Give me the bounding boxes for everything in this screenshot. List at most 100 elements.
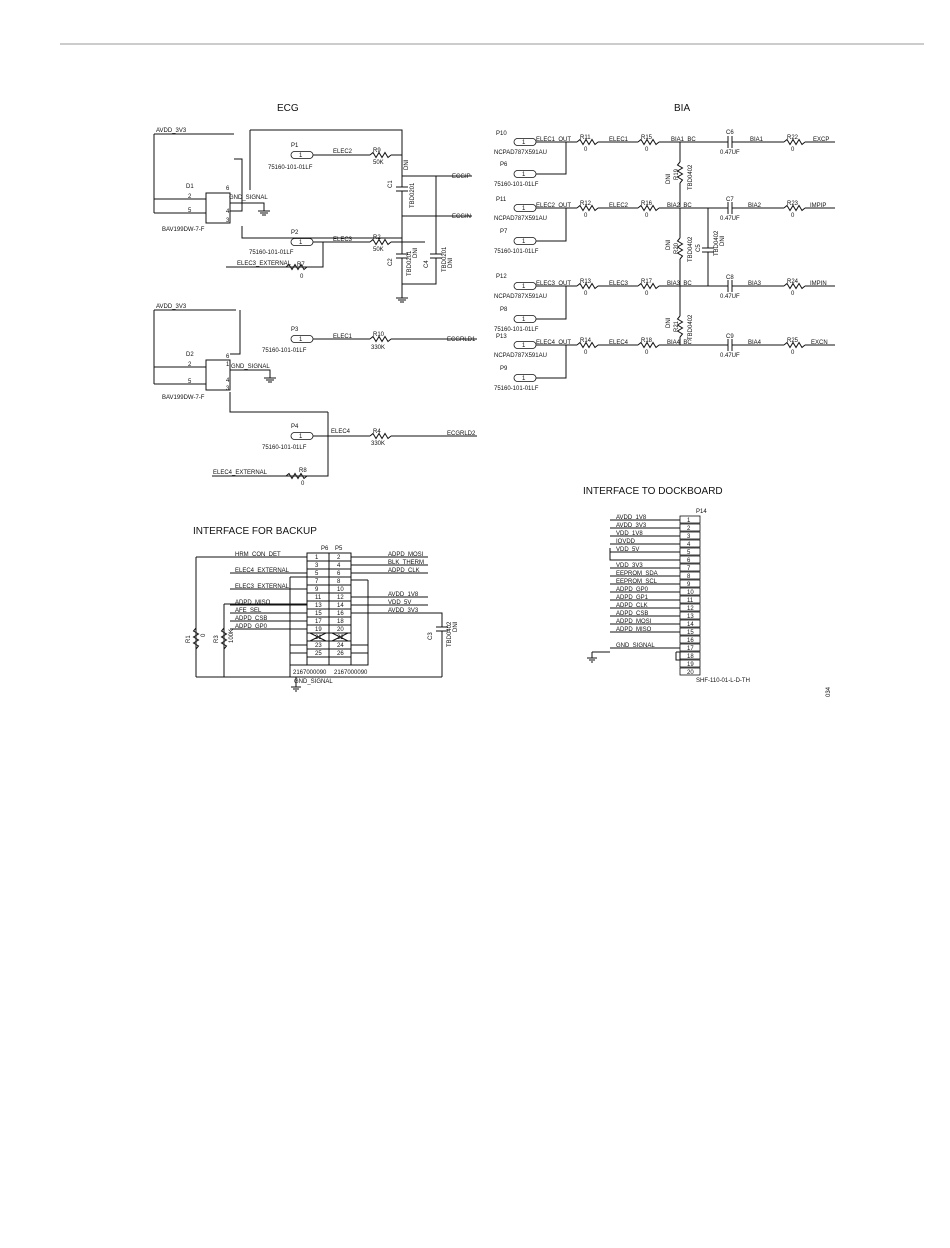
d1-ref: D1 (186, 184, 194, 190)
p13-pin: 1 (522, 343, 526, 349)
r25-val: 0 (791, 350, 795, 356)
r21-ref: R21 (674, 320, 680, 332)
p11-ref: P11 (496, 197, 507, 203)
dock-net-label: IOVDD (616, 539, 636, 545)
ecgrld1-net: ECGRLD1 (447, 337, 476, 343)
backup-left-pin: 23 (315, 643, 322, 649)
dock-pin-number: 1 (687, 518, 691, 524)
elec1-net-bia: ELEC1 (609, 137, 629, 143)
backup-right-pin: 12 (337, 595, 344, 601)
dock-net-label: ADPD_MISO (616, 627, 652, 633)
p7-part: 75160-101-01LF (494, 249, 539, 255)
p8-ref: P8 (500, 307, 508, 313)
d2-pin-5: 5 (188, 379, 192, 385)
backup-right-pin: 26 (337, 651, 344, 657)
c3-ref: C3 (428, 632, 434, 640)
p1-ref: P1 (291, 143, 299, 149)
backup-part-left: 2167000090 (293, 670, 327, 676)
r8-val: 0 (301, 481, 305, 487)
backup-left-pin: 17 (315, 619, 322, 625)
ecgip-net: ECGIP (452, 174, 471, 180)
p5-header-ref: P5 (335, 546, 343, 552)
p9-pin: 1 (522, 376, 526, 382)
d1-pin-5: 5 (188, 208, 192, 214)
elec3-out-net: ELEC3_OUT (536, 281, 571, 287)
backup-part-right: 2167000090 (334, 670, 368, 676)
dock-interface: P14 1AVDD_1V82AVDD_3V33VDD_1V84IOVDD5VDD… (587, 509, 832, 697)
d2-diode (205, 359, 231, 391)
c7-val: 0.47UF (720, 216, 740, 222)
backup-left-pin: 5 (315, 571, 319, 577)
r12-ref: R12 (580, 201, 592, 207)
r13-ref: R13 (580, 279, 592, 285)
c3-dni: DNI (453, 621, 459, 632)
r7-val: 0 (300, 274, 304, 280)
bia-circuit: P10 1 NCPAD787X591AU ELEC1_OUT P6 1 7516… (494, 130, 835, 392)
dock-net-label: VDD_1V8 (616, 531, 643, 537)
r23-ref: R23 (787, 201, 799, 207)
r24-ref: R24 (787, 279, 799, 285)
r3-ref: R3 (214, 635, 220, 643)
r20-dni: DNI (666, 239, 672, 250)
r9-val: 50K (373, 160, 384, 166)
r16-val: 0 (645, 213, 649, 219)
dock-net-label: AVDD_1V8 (616, 515, 647, 521)
r17-val: 0 (645, 291, 649, 297)
backup-right-pin: 2 (337, 555, 341, 561)
p13-ref: P13 (496, 334, 507, 340)
p10-part: NCPAD787X591AU (494, 150, 547, 156)
p7-ref: P7 (500, 229, 508, 235)
elec1-net: ELEC1 (333, 334, 353, 340)
r17-ref: R17 (641, 279, 653, 285)
r1-ref: R1 (186, 635, 192, 643)
p1-part: 75160-101-01LF (268, 165, 313, 171)
dock-pin-box (679, 659, 701, 668)
c4-ref: C4 (424, 260, 430, 268)
dock-pin-number: 12 (687, 606, 694, 612)
dock-pin-number: 4 (687, 542, 691, 548)
dock-pin-number: 17 (687, 646, 694, 652)
dock-net-label: ADPD_GP0 (616, 587, 649, 593)
dock-pin-number: 10 (687, 590, 694, 596)
c4-dni: DNI (448, 257, 454, 268)
r23-val: 0 (791, 213, 795, 219)
backup-left-net: ADPD_GP0 (235, 624, 268, 630)
c6-val: 0.47UF (720, 150, 740, 156)
elec1-out-net: ELEC1_OUT (536, 137, 571, 143)
p8-part: 75160-101-01LF (494, 327, 539, 333)
bia1-net: BIA1 (750, 137, 764, 143)
dock-net-label: ADPD_MOSI (616, 619, 652, 625)
c8-val: 0.47UF (720, 294, 740, 300)
p4-pin: 1 (299, 434, 303, 440)
r10-val: 330K (371, 345, 385, 351)
backup-left-net: HRM_CON_DET (235, 552, 281, 558)
bia3-bc-net: BIA3_BC (667, 281, 692, 287)
dock-ref: P14 (696, 509, 707, 515)
r13-val: 0 (584, 291, 588, 297)
r10-ref: R10 (373, 332, 385, 338)
backup-right-net: ADPD_MOSI (388, 552, 424, 558)
p12-ref: P12 (496, 274, 507, 280)
c1-ref: C1 (388, 180, 394, 188)
r1-val: 0 (201, 633, 207, 637)
c7-ref: C7 (726, 197, 734, 203)
p4-part: 75160-101-01LF (262, 445, 307, 451)
backup-gnd-label: GND_SIGNAL (294, 679, 333, 685)
r18-val: 0 (645, 350, 649, 356)
excn-net: EXCN (811, 340, 828, 346)
p6-pin: 1 (522, 172, 526, 178)
gnd-signal-label-1: GND_SIGNAL (229, 195, 268, 201)
p9-part: 75160-101-01LF (494, 386, 539, 392)
r15-val: 0 (645, 147, 649, 153)
r2-ref: R2 (373, 235, 381, 241)
dock-net-label: ADPD_GP1 (616, 595, 649, 601)
dock-pin-number: 2 (687, 526, 691, 532)
avdd-label-1: AVDD_3V3 (156, 128, 187, 134)
bia3-net: BIA3 (748, 281, 762, 287)
backup-left-pin: 15 (315, 611, 322, 617)
backup-right-net: AVDD_1V8 (388, 592, 419, 598)
impip-net: IMPIP (810, 203, 826, 209)
dock-pin-number: 14 (687, 622, 694, 628)
backup-right-pin: 22 (337, 635, 344, 641)
p9-ref: P9 (500, 366, 508, 372)
